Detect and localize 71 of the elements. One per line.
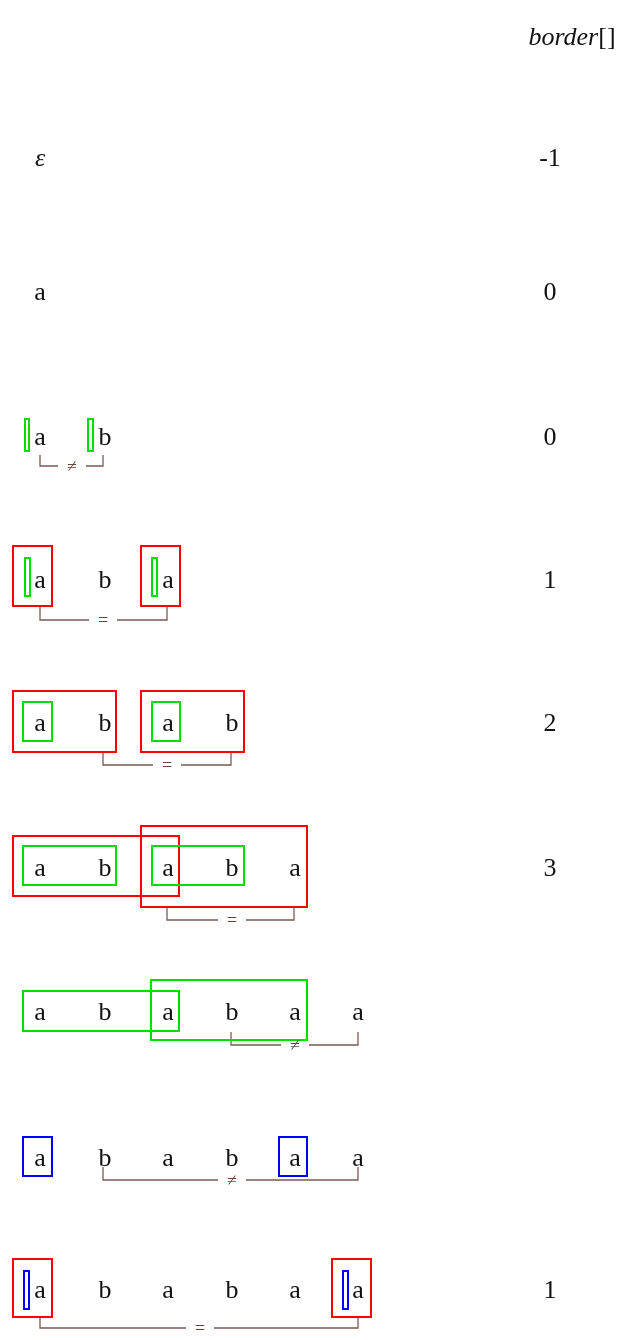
border-value: 1 [543, 1277, 557, 1303]
letter: b [98, 999, 112, 1025]
relation-sign: = [226, 911, 238, 929]
letter: b [225, 710, 239, 736]
marker-bar [342, 1270, 349, 1310]
letter: b [98, 424, 112, 450]
highlight-box [151, 845, 245, 886]
letter: a [162, 710, 174, 736]
relation-sign: = [97, 611, 109, 629]
marker-bar [24, 418, 30, 452]
letter: a [162, 1145, 174, 1171]
relation-sign: ≠ [227, 1171, 237, 1189]
border-value: -1 [539, 145, 561, 171]
border-value: 0 [543, 279, 557, 305]
border-value: 3 [543, 855, 557, 881]
marker-bar [12, 835, 180, 897]
letter: a [34, 424, 46, 450]
letter: b [225, 855, 239, 881]
highlight-box [150, 979, 308, 1041]
letter: a [34, 1145, 46, 1171]
highlight-box [140, 825, 308, 908]
letter: a [34, 279, 46, 305]
letter: b [98, 710, 112, 736]
letter: b [225, 999, 239, 1025]
letter: a [162, 1277, 174, 1303]
symbol: ε [34, 145, 46, 171]
highlight-box [22, 1136, 53, 1177]
letter: a [162, 999, 174, 1025]
letter: b [225, 1145, 239, 1171]
letter: a [34, 999, 46, 1025]
marker-bar [24, 557, 31, 597]
letter: a [34, 1277, 46, 1303]
relation-sign: = [161, 756, 173, 774]
border-value: 2 [543, 710, 557, 736]
relation-sign: ≠ [290, 1036, 300, 1054]
relation-sign: ≠ [67, 457, 77, 475]
highlight-box [140, 690, 245, 753]
letter: a [34, 855, 46, 881]
letter: a [352, 1277, 364, 1303]
letter: a [289, 1145, 301, 1171]
highlight-box [22, 701, 53, 742]
letter: a [162, 855, 174, 881]
letter: a [289, 999, 301, 1025]
table-heading: border[] [528, 24, 616, 50]
border-value: 1 [543, 567, 557, 593]
relation-sign: = [194, 1319, 206, 1337]
letter: b [98, 1145, 112, 1171]
letter: a [289, 855, 301, 881]
marker-bar [23, 1270, 30, 1310]
highlight-box [12, 545, 53, 607]
letter: a [289, 1277, 301, 1303]
letter: a [34, 710, 46, 736]
letter: b [98, 855, 112, 881]
border-value: 0 [543, 424, 557, 450]
highlight-box [331, 1258, 372, 1318]
highlight-box [12, 1258, 53, 1318]
letter: a [352, 1145, 364, 1171]
highlight-box [140, 545, 181, 607]
highlight-box [151, 701, 181, 742]
highlight-box [22, 845, 117, 886]
marker-bar [151, 557, 158, 597]
highlight-box [12, 690, 117, 753]
marker-bar [87, 418, 94, 452]
letter: a [352, 999, 364, 1025]
letter: a [34, 567, 46, 593]
letter: a [162, 567, 174, 593]
letter: b [98, 567, 112, 593]
highlight-box [22, 990, 180, 1032]
letter: b [225, 1277, 239, 1303]
letter: b [98, 1277, 112, 1303]
highlight-box [278, 1136, 308, 1177]
